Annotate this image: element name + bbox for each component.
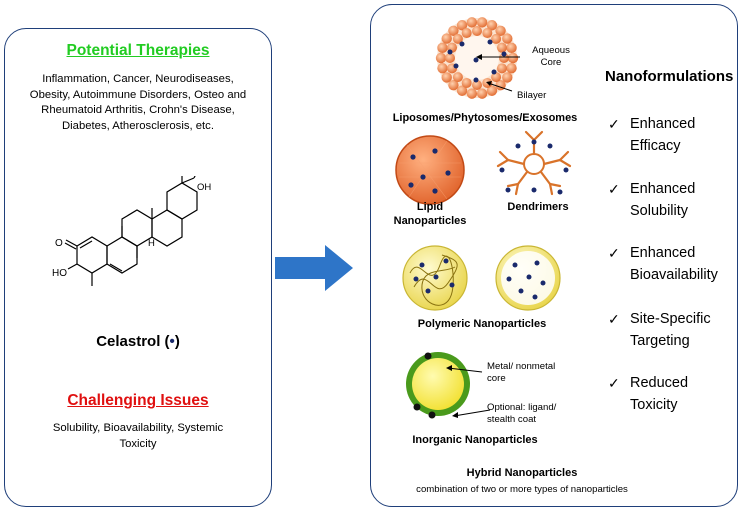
- svg-text:H: H: [148, 238, 155, 249]
- therapies-title: Potential Therapies: [66, 42, 210, 59]
- issues-title: Challenging Issues: [67, 392, 209, 409]
- inorganic-nanoparticle-graphic: [406, 352, 470, 419]
- lipid-bead: [461, 77, 472, 88]
- lipid-bead: [441, 72, 452, 83]
- checkmark-icon: ✓: [608, 116, 620, 132]
- benefit-line-2: Toxicity: [630, 397, 678, 413]
- lipid-bead: [496, 63, 507, 74]
- lipid-bead: [507, 52, 519, 64]
- lipid-bead: [452, 33, 463, 44]
- lipid-bead: [461, 28, 472, 39]
- checkmark-icon: ✓: [608, 181, 620, 197]
- inorganic-pointers: [446, 365, 491, 418]
- lipid-bead: [472, 80, 482, 90]
- lipid-nanoparticles-title: Lipid Nanoparticles: [393, 201, 467, 227]
- benefit-line-1: Reduced: [630, 375, 689, 391]
- lipid-bead: [466, 17, 478, 28]
- svg-text:O: O: [55, 238, 63, 249]
- lipid-bead: [506, 62, 517, 74]
- benefit-line-1: Enhanced: [630, 245, 696, 261]
- compound-close: ): [174, 333, 180, 350]
- lipid-bead: [476, 17, 488, 28]
- lipid-bead: [496, 42, 507, 53]
- compound-name: Celastrol (•): [4, 333, 272, 350]
- polymeric-nanoparticles-title: Polymeric Nanoparticles: [417, 318, 547, 330]
- liposome-pointers: [476, 54, 520, 92]
- lipid-bead: [456, 20, 468, 31]
- lipid-bead: [452, 72, 463, 83]
- aqueous-core-label: Aqueous Core: [532, 45, 570, 68]
- svg-text:OH: OH: [197, 182, 211, 193]
- lipid-bead: [499, 53, 509, 63]
- lipid-bead: [445, 53, 455, 63]
- benefit-line-2: Efficacy: [630, 138, 681, 154]
- lipid-bead: [491, 33, 502, 44]
- inorganic-nanoparticles-title: Inorganic Nanoparticles: [412, 434, 538, 446]
- hybrid-subtitle: combination of two or more types of nano…: [416, 484, 628, 495]
- polymeric-nanoparticle-1: [402, 245, 468, 311]
- drug-dot-symbol: •: [169, 333, 175, 350]
- lipid-nanoparticle-graphic: [395, 135, 465, 205]
- lipid-bead: [502, 33, 513, 44]
- lipid-bead: [482, 28, 493, 39]
- celastrol-structure: OH O HO H: [52, 176, 211, 286]
- lipid-bead: [472, 26, 482, 36]
- lipid-bead: [486, 85, 498, 96]
- stealth-coat-label: Optional: ligand/ stealth coat: [487, 402, 557, 425]
- right-arrow-icon: [275, 245, 353, 291]
- hybrid-nanoparticles-title: Hybrid Nanoparticles: [466, 467, 578, 479]
- liposome-graphic: [435, 17, 519, 99]
- lipid-bead: [491, 72, 502, 83]
- lipid-bead: [435, 52, 447, 64]
- issues-text: Solubility, Bioavailability, Systemic To…: [52, 422, 224, 450]
- lipid-bead: [486, 20, 498, 31]
- therapies-text: Inflammation, Cancer, Neurodiseases, Obe…: [29, 73, 247, 133]
- lipid-bead: [502, 72, 513, 83]
- lipid-bead: [441, 33, 452, 44]
- liposome-title: Liposomes/Phytosomes/Exosomes: [392, 112, 578, 124]
- left-panel: [4, 28, 272, 507]
- lipid-bead: [466, 88, 478, 99]
- lipid-bead: [495, 25, 506, 36]
- lipid-bead: [437, 62, 448, 74]
- checkmark-icon: ✓: [608, 311, 620, 327]
- dendrimer-graphic: [496, 130, 572, 196]
- svg-text:HO: HO: [52, 268, 67, 279]
- lipid-bead: [448, 25, 459, 36]
- bilayer-label: Bilayer: [517, 90, 547, 101]
- checkmark-icon: ✓: [608, 245, 620, 261]
- lipid-bead: [437, 42, 448, 54]
- compound-label: Celastrol (: [96, 333, 170, 350]
- lipid-bead: [476, 88, 488, 99]
- lipid-bead: [448, 80, 459, 91]
- benefit-line-1: Enhanced: [630, 181, 696, 197]
- benefit-line-2: Bioavailability: [630, 267, 718, 283]
- benefit-line-1: Site-Specific: [630, 311, 711, 327]
- benefit-line-1: Enhanced: [630, 116, 696, 132]
- checkmark-icon: ✓: [608, 375, 620, 391]
- metal-core-label: Metal/ nonmetal core: [487, 361, 556, 384]
- lipid-bead: [456, 85, 468, 96]
- dendrimers-title: Dendrimers: [507, 201, 569, 213]
- polymeric-nanoparticle-2: [495, 245, 561, 311]
- nanoformulations-title: Nanoformulations: [605, 68, 734, 85]
- lipid-bead: [506, 42, 517, 54]
- benefit-line-2: Targeting: [630, 333, 690, 349]
- benefit-line-2: Solubility: [630, 203, 689, 219]
